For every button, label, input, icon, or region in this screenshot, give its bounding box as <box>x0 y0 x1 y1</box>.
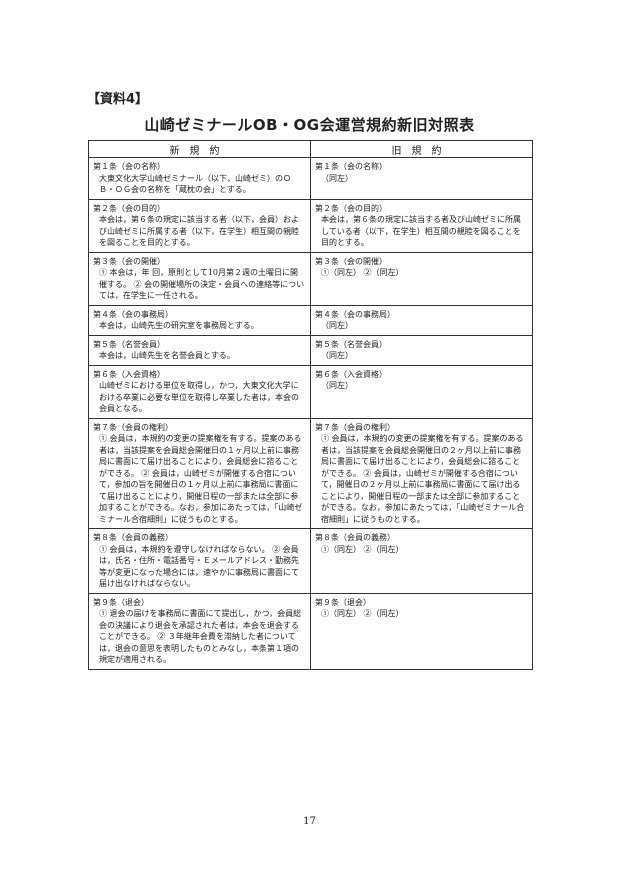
article-body: ① 会員は，本規約の変更の提案権を有する。提案のある者は，当該提案を会員総会開催… <box>99 434 303 524</box>
new-rule-cell: 第３条（会の開催） ① 本会は，年 回，原則として10月第２週の土曜日に開催する。… <box>88 252 311 306</box>
new-rule-cell: 第２条（会の目的） 本会は，第６条の規定に該当する者（以下，会員）および山崎ゼミに… <box>88 199 311 253</box>
old-rule-cell: 第５条（名誉会員） （同左） <box>310 335 533 366</box>
article-title: 第４条（会の事務局） <box>93 309 173 319</box>
article-body: （同左） <box>321 321 353 330</box>
new-rule-cell: 第８条（会員の義務） ① 会員は，本規約を遵守しなければならない。 ② 会員は，氏… <box>88 528 311 594</box>
new-rule-cell: 第５条（名誉会員） 本会は，山崎先生を名誉会員とする。 <box>88 335 311 366</box>
header-new-rules: 新規約 <box>88 140 311 158</box>
table-row: 第７条（会員の権利） ① 会員は，本規約の変更の提案権を有する。提案のある者は，当… <box>88 418 533 529</box>
article-title: 第６条（入会資格） <box>315 369 387 379</box>
table-row: 第５条（名誉会員） 本会は，山崎先生を名誉会員とする。 第５条（名誉会員） （同左） <box>88 335 533 366</box>
old-rule-cell: 第２条（会の目的） 本会は，第６条の規定に該当する者及び山崎ゼミに所属している者（… <box>310 199 533 253</box>
article-body: 大東文化大学山崎ゼミナール（以下，山崎ゼミ）のＯＢ・ＯＧ会の名称を「蔵枕の会」と… <box>99 173 291 195</box>
article-title: 第５条（名誉会員） <box>315 339 387 349</box>
new-rule-cell: 第７条（会員の権利） ① 会員は，本規約の変更の提案権を有する。提案のある者は，当… <box>88 418 311 529</box>
table-row: 第１条（会の名称） 大東文化大学山崎ゼミナール（以下，山崎ゼミ）のＯＢ・ＯＧ会の名… <box>88 157 533 200</box>
article-title: 第４条（会の事務局） <box>315 309 395 319</box>
new-rule-cell: 第６条（入会資格） 山崎ゼミにおける単位を取得し，かつ，大東文化大学における卒業に… <box>88 365 311 419</box>
new-rule-cell: 第１条（会の名称） 大東文化大学山崎ゼミナール（以下，山崎ゼミ）のＯＢ・ＯＧ会の名… <box>88 157 311 200</box>
old-rule-cell: 第８条（会員の義務） ①（同左） ②（同左） <box>310 528 533 594</box>
article-title: 第８条（会員の義務） <box>315 533 395 542</box>
article-body: ① 退会の届けを事務局に書面にて提出し，かつ，会員総会の決議により退会を承認され… <box>99 609 302 664</box>
header-old-rules: 旧規約 <box>310 140 533 158</box>
old-rule-cell: 第６条（入会資格） （同左） <box>310 365 533 419</box>
document-title: 山崎ゼミナールOB・OG会運営規約新旧対照表 <box>144 116 475 134</box>
article-body: ①（同左） ②（同左） <box>321 609 404 618</box>
article-body: （同左） <box>321 173 353 183</box>
article-body: ①（同左） ②（同左） <box>321 268 404 277</box>
new-rule-cell: 第９条（退会） ① 退会の届けを事務局に書面にて提出し，かつ，会員総会の決議により… <box>88 593 311 670</box>
table-row: 第６条（入会資格） 山崎ゼミにおける単位を取得し，かつ，大東文化大学における卒業に… <box>88 365 533 419</box>
article-body: 山崎ゼミにおける単位を取得し，かつ，大東文化大学における卒業に必要な単位を取得し… <box>99 381 299 413</box>
table-header-row: 新規約 旧規約 <box>88 140 533 158</box>
table-row: 第２条（会の目的） 本会は，第６条の規定に該当する者（以下，会員）および山崎ゼミに… <box>88 199 533 253</box>
article-body: ①（同左） ②（同左） <box>321 544 404 554</box>
article-body: 本会は，第６条の規定に該当する者及び山崎ゼミに所属している者（以下，在学生）相互… <box>321 215 521 247</box>
article-title: 第２条（会の目的） <box>93 203 165 213</box>
article-body: 本会は，山崎先生を名誉会員とする。 <box>99 351 235 360</box>
page-number: 17 <box>303 816 316 827</box>
article-title: 第３条（会の開催） <box>93 256 165 266</box>
article-title: 第９条（退会） <box>93 597 149 607</box>
table-row: 第４条（会の事務局）本会は，山崎先生の研究室を事務局とする。第４条（会の事務局）… <box>88 305 533 336</box>
article-body: 本会は，山崎先生の研究室を事務局とする。 <box>99 321 259 330</box>
article-title: 第８条（会員の義務） <box>93 533 173 542</box>
article-body: ① 本会は，年 回，原則として10月第２週の土曜日に開催する。 ② 会の開催場所… <box>99 268 305 300</box>
document-label: 【資料4】 <box>87 92 149 107</box>
old-rule-cell: 第７条（会員の権利） ① 会員は，本規約の変更の提案権を有する。提案のある者は，当… <box>310 418 533 529</box>
article-body: （同左） <box>321 381 353 390</box>
old-rule-cell: 第９条（退会） ①（同左） ②（同左） <box>310 593 533 670</box>
old-rule-cell: 第４条（会の事務局） （同左） <box>310 305 533 336</box>
article-title: 第３条（会の開催） <box>315 256 387 266</box>
table-row: 第８条（会員の義務） ① 会員は，本規約を遵守しなければならない。 ② 会員は，氏… <box>88 528 533 594</box>
article-title: 第６条（入会資格） <box>93 369 165 379</box>
comparison-table: 新規約 旧規約 第１条（会の名称） 大東文化大学山崎ゼミナール（以下，山崎ゼミ）の… <box>88 140 533 670</box>
article-title: 第９条（退会） <box>315 597 371 607</box>
article-title: 第１条（会の名称） <box>315 162 387 171</box>
new-rule-cell: 第４条（会の事務局） 本会は，山崎先生の研究室を事務局とする。 <box>88 305 311 336</box>
article-body: 本会は，第６条の規定に該当する者（以下，会員）および山崎ゼミに所属する者（以下，… <box>99 215 299 247</box>
article-body: ① 会員は，本規約を遵守しなければならない。 ② 会員は，氏名・住所・電話番号・… <box>99 544 299 589</box>
article-title: 第２条（会の目的） <box>315 203 387 213</box>
article-body: （同左） <box>321 351 353 360</box>
article-title: 第７条（会員の権利） <box>93 422 173 432</box>
table-row: 第９条（退会） ① 退会の届けを事務局に書面にて提出し，かつ，会員総会の決議により… <box>88 593 533 670</box>
article-title: 第７条（会員の権利） <box>315 422 395 432</box>
old-rule-cell: 第１条（会の名称） （同左） <box>310 157 533 200</box>
table-row: 第３条（会の開催） ① 本会は，年 回，原則として10月第２週の土曜日に開催する。… <box>88 252 533 306</box>
article-title: 第５条（名誉会員） <box>93 339 165 349</box>
old-rule-cell: 第３条（会の開催） ①（同左） ②（同左） <box>310 252 533 306</box>
article-title: 第１条（会の名称） <box>93 162 165 171</box>
article-body: ① 会員は，本規約の変更の提案権を有する。提案のある者は，当該提案を会員総会開催… <box>321 434 525 524</box>
